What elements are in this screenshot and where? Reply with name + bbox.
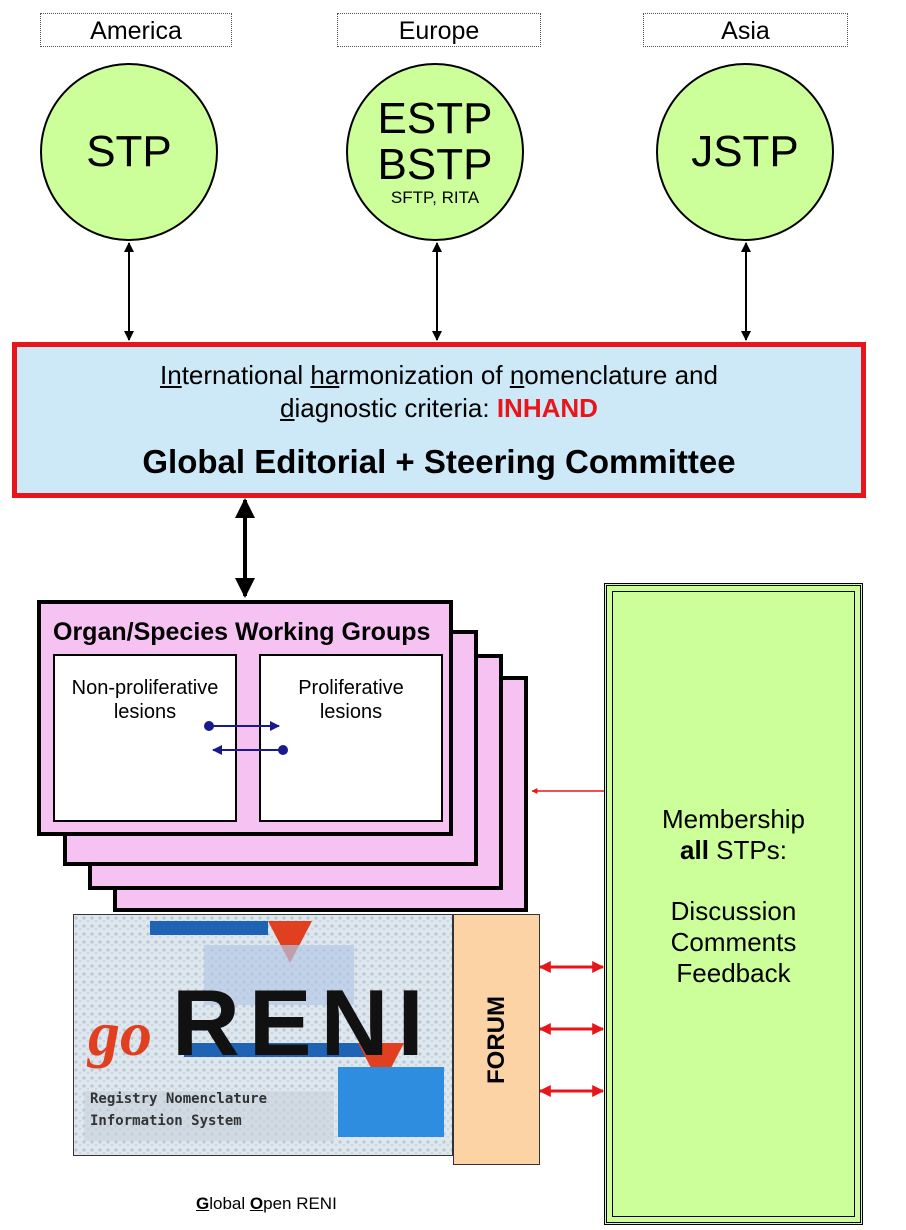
society-jstp: JSTP bbox=[691, 127, 799, 176]
goreni-reni: RENI bbox=[172, 970, 433, 1075]
membership-line-5: Feedback bbox=[676, 958, 791, 988]
working-group-card-front: Organ/Species Working Groups Non-prolife… bbox=[37, 600, 453, 836]
forum-label: FORUM bbox=[482, 995, 510, 1084]
society-estp: ESTP bbox=[377, 94, 493, 143]
membership-box: Membership all STPs: Discussion Comments… bbox=[604, 583, 863, 1225]
society-stp: STP bbox=[86, 127, 172, 176]
nonproliferative-label: Non-proliferative lesions bbox=[71, 677, 219, 723]
society-europe-small: SFTP, RITA bbox=[390, 188, 480, 207]
goreni-subtitle-2: Information System bbox=[90, 1113, 242, 1129]
nonproliferative-panel: Non-proliferative lesions bbox=[53, 654, 237, 822]
membership-line-2: all STPs: bbox=[680, 835, 787, 865]
goreni-logo-art bbox=[74, 915, 452, 1155]
proliferative-panel: Proliferative lesions bbox=[259, 654, 443, 822]
society-circle-stp: STP bbox=[40, 63, 218, 241]
inhand-committee-box: International harmonization of nomenclat… bbox=[12, 342, 866, 498]
proliferative-label: Proliferative lesions bbox=[298, 677, 404, 723]
society-bstp: BSTP bbox=[377, 140, 493, 189]
goreni-caption: Global Open RENI bbox=[196, 1194, 337, 1213]
society-circle-jstp: JSTP bbox=[656, 63, 834, 241]
inhand-line-2: diagnostic criteria: INHAND bbox=[280, 393, 598, 423]
goreni-go: go bbox=[88, 998, 152, 1069]
working-groups-title: Organ/Species Working Groups bbox=[53, 618, 431, 646]
membership-line-1: Membership bbox=[661, 804, 806, 834]
goreni-logo: go RENI Registry Nomenclature Informatio… bbox=[73, 914, 453, 1156]
inhand-line-1: International harmonization of nomenclat… bbox=[160, 360, 718, 390]
committee-title: Global Editorial + Steering Committee bbox=[142, 443, 736, 480]
region-label-europe: Europe bbox=[337, 13, 541, 47]
membership-line-4: Comments bbox=[670, 927, 797, 957]
inhand-acronym: INHAND bbox=[496, 393, 598, 423]
region-label-asia: Asia bbox=[643, 13, 848, 47]
society-circle-europe: ESTP BSTP SFTP, RITA bbox=[346, 63, 524, 241]
goreni-subtitle-1: Registry Nomenclature bbox=[90, 1091, 268, 1107]
forum-box: FORUM bbox=[453, 914, 540, 1165]
region-label-america: America bbox=[40, 13, 232, 47]
membership-line-3: Discussion bbox=[670, 896, 797, 926]
lesion-exchange-arrows bbox=[204, 721, 288, 755]
